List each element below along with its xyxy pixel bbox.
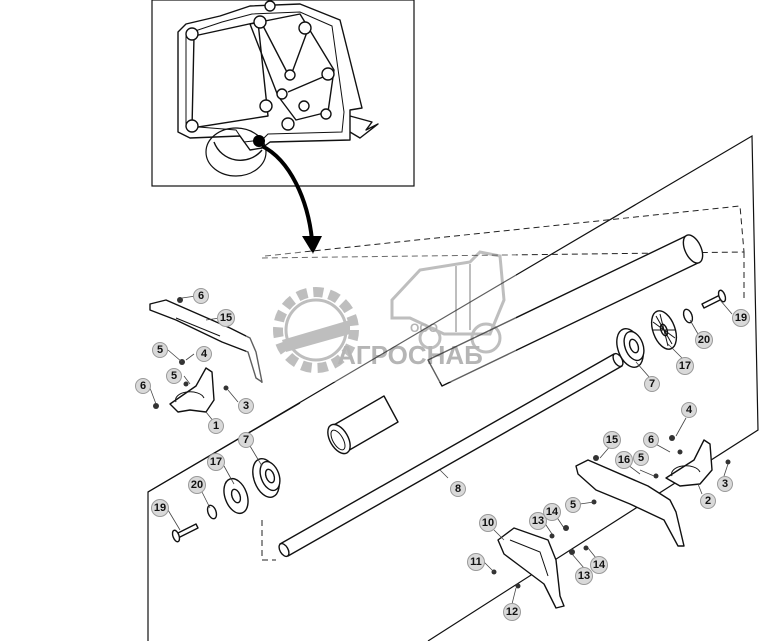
scraper-plate [497, 527, 565, 609]
bearing-left [252, 458, 281, 498]
svg-text:20: 20 [698, 334, 710, 346]
callout-17: 17 [207, 453, 225, 471]
svg-text:17: 17 [210, 456, 222, 468]
callout-15: 15 [217, 309, 235, 327]
callout-5: 5 [152, 342, 168, 358]
callout-7: 7 [644, 376, 660, 392]
shaft [278, 352, 624, 558]
svg-text:3: 3 [722, 478, 728, 490]
flange-left [223, 477, 249, 515]
svg-text:4: 4 [201, 348, 208, 360]
callout-12: 12 [503, 603, 521, 621]
callout-17: 17 [676, 357, 694, 375]
bearing-cover-right [665, 439, 713, 487]
callout-6: 6 [135, 378, 151, 394]
callout-7: 7 [238, 432, 254, 448]
callout-13: 13 [529, 512, 547, 530]
callout-20: 20 [695, 331, 713, 349]
svg-text:3: 3 [243, 400, 249, 412]
svg-text:5: 5 [570, 499, 576, 511]
callout-19: 19 [732, 309, 750, 327]
callout-2: 2 [700, 493, 716, 509]
svg-text:7: 7 [649, 378, 655, 390]
svg-text:16: 16 [618, 454, 630, 466]
svg-text:13: 13 [578, 570, 590, 582]
svg-text:10: 10 [482, 517, 494, 529]
bolt-right [701, 289, 727, 309]
callout-19: 19 [151, 499, 169, 517]
callout-10: 10 [479, 514, 497, 532]
svg-text:8: 8 [455, 483, 461, 495]
assembly-panel [147, 134, 759, 641]
svg-text:17: 17 [679, 360, 691, 372]
bolt-left [171, 523, 199, 543]
svg-text:6: 6 [648, 434, 654, 446]
watermark-name: АГРОСНАБ [337, 340, 483, 370]
callout-6: 6 [643, 432, 659, 448]
svg-text:13: 13 [532, 515, 544, 527]
callout-4: 4 [681, 402, 697, 418]
callout-1: 1 [208, 418, 224, 434]
callout-5: 5 [166, 368, 182, 384]
callout-5: 5 [633, 450, 649, 466]
svg-text:14: 14 [546, 506, 559, 518]
svg-text:5: 5 [638, 452, 644, 464]
svg-text:6: 6 [140, 380, 146, 392]
svg-text:14: 14 [593, 559, 606, 571]
bearing-cover-left [169, 367, 215, 413]
roller-tube-segment [327, 395, 399, 455]
svg-text:1: 1 [213, 420, 219, 432]
pointer-arrow [261, 144, 322, 254]
callout-14: 14 [590, 556, 608, 574]
svg-text:4: 4 [686, 404, 693, 416]
washer-left [206, 504, 218, 520]
callout-15: 15 [603, 431, 621, 449]
svg-text:19: 19 [154, 502, 166, 514]
svg-text:15: 15 [606, 434, 618, 446]
callout-11: 11 [467, 553, 485, 571]
callout-3: 3 [238, 398, 254, 414]
svg-text:6: 6 [198, 290, 204, 302]
callout-14: 14 [543, 503, 561, 521]
svg-text:12: 12 [506, 606, 518, 618]
overview-inset [151, 0, 415, 187]
svg-text:15: 15 [220, 312, 232, 324]
callout-13: 13 [575, 567, 593, 585]
agrosnab-watermark: ООО АГРОСНАБ [246, 250, 516, 382]
gear-logo-icon [273, 287, 359, 373]
callout-20: 20 [188, 476, 206, 494]
callout-6: 6 [193, 288, 209, 304]
harvester-silhouette-icon [390, 250, 506, 354]
svg-text:19: 19 [735, 312, 747, 324]
washer-right [682, 308, 694, 324]
svg-text:11: 11 [470, 556, 482, 568]
watermark-prefix: ООО [410, 321, 438, 335]
svg-text:2: 2 [705, 495, 711, 507]
callout-4: 4 [196, 346, 212, 362]
bracket-right [575, 459, 685, 547]
callout-3: 3 [717, 476, 733, 492]
callout-8: 8 [450, 481, 466, 497]
svg-text:20: 20 [191, 479, 203, 491]
callout-5: 5 [565, 497, 581, 513]
svg-text:5: 5 [171, 370, 177, 382]
svg-text:5: 5 [157, 344, 163, 356]
bearing-right [616, 328, 645, 368]
flange-right [650, 310, 678, 350]
svg-text:7: 7 [243, 434, 249, 446]
callout-16: 16 [615, 451, 633, 469]
